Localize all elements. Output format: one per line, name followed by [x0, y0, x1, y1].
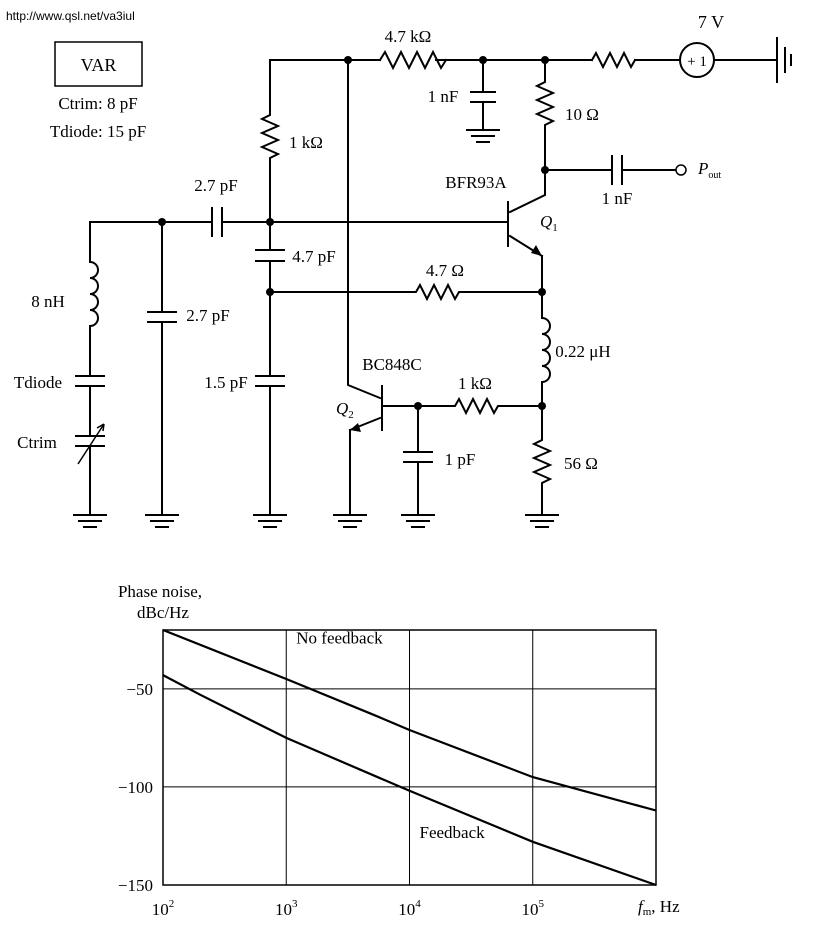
source-url: http://www.qsl.net/va3iul [6, 9, 135, 23]
label-q1: Q1 [540, 212, 558, 234]
ground-icon-tank [73, 514, 107, 528]
y-tick-label: −150 [118, 876, 153, 895]
capacitor-2p7-shunt [147, 221, 177, 516]
resistor-4r7 [269, 282, 543, 302]
label-tdiode: Tdiode [14, 373, 62, 392]
x-tick-label: 102 [152, 898, 175, 919]
chart-ticks: 102 103 104 105 −50 −100 −150 [118, 680, 545, 919]
capacitor-1pf [403, 405, 433, 516]
label-pout: Pout [697, 159, 721, 181]
label-ctrim: Ctrim [17, 433, 57, 452]
label-c-2p7-shunt: 2.7 pF [186, 306, 229, 325]
series-line-no-feedback [162, 628, 657, 812]
x-tick-label: 105 [522, 898, 545, 919]
var-ctrim: Ctrim: 8 pF [58, 94, 137, 113]
chart-series [162, 628, 657, 887]
var-legend: VAR Ctrim: 8 pF Tdiode: 15 pF [50, 41, 146, 141]
capacitor-4p7 [255, 221, 285, 293]
label-r-1k-q2: 1 kΩ [458, 374, 492, 393]
label-c-1p5: 1.5 pF [204, 373, 247, 392]
label-c-4p7: 4.7 pF [292, 247, 335, 266]
label-q1-part: BFR93A [445, 173, 507, 192]
label-r-56: 56 Ω [564, 454, 598, 473]
oscillator-schematic: + 1 7 V 4.7 kΩ 1 nF 10 Ω Pout 1 nF BFR93… [14, 12, 792, 528]
ground-icon-1pf [401, 514, 435, 528]
resistor-56-ohm [531, 405, 553, 516]
q1-collector [508, 169, 546, 214]
x-axis-label: fm, Hz [638, 897, 680, 918]
label-r-1k-bias: 1 kΩ [289, 133, 323, 152]
x-tick-label: 104 [398, 898, 421, 919]
label-c-1nf-out: 1 nF [602, 189, 633, 208]
label-q2: Q2 [336, 399, 354, 421]
capacitor-2p7-series [89, 207, 509, 237]
resistor-1k-q2 [381, 396, 543, 416]
series-label: No feedback [296, 629, 383, 648]
supply-voltage: 7 V [698, 12, 724, 32]
label-q2-part: BC848C [362, 355, 422, 374]
ctrim-variable-arrow-icon [77, 423, 105, 465]
ground-icon-1 [466, 129, 500, 143]
var-label: VAR [81, 55, 117, 75]
var-box [54, 41, 143, 87]
supply-sign: + 1 [687, 54, 707, 70]
label-r-4k7: 4.7 kΩ [385, 27, 432, 46]
tdiode-ctrim-capacitors [75, 375, 105, 516]
capacitor-1nf-decouple [470, 59, 496, 131]
label-c-1pf: 1 pF [445, 450, 476, 469]
inductor-022uh [541, 291, 551, 407]
series-line-feedback [162, 674, 657, 887]
q2-collector [347, 59, 382, 400]
ground-icon-1p5 [253, 514, 287, 528]
phase-noise-chart: 102 103 104 105 −50 −100 −150 No feedbackFeedb… [118, 582, 680, 919]
label-r-10: 10 Ω [565, 105, 599, 124]
ground-icon-shunt [145, 514, 179, 528]
ground-icon-q2 [333, 514, 367, 528]
q2-emitter-arrow-icon [350, 423, 361, 432]
capacitor-1p5 [255, 291, 285, 516]
capacitor-1nf-output [544, 155, 677, 185]
label-l-022uh: 0.22 μH [555, 342, 610, 361]
label-c-1nf-dec: 1 nF [428, 87, 459, 106]
x-tick-label: 103 [275, 898, 298, 919]
var-tdiode: Tdiode: 15 pF [50, 122, 146, 141]
label-c-2p7-series: 2.7 pF [194, 176, 237, 195]
battery-ground-icon [776, 37, 792, 83]
y-axis-label-line1: Phase noise, [118, 582, 202, 601]
y-tick-label: −50 [126, 680, 153, 699]
series-label: Feedback [420, 823, 486, 842]
label-r-4r7: 4.7 Ω [426, 261, 464, 280]
output-terminal-icon [675, 164, 687, 176]
resistor-supply [590, 50, 637, 70]
label-l-8nh: 8 nH [31, 292, 65, 311]
y-tick-label: −100 [118, 778, 153, 797]
q1-emitter-arrow-icon [531, 245, 542, 256]
y-axis-label-line2: dBc/Hz [137, 603, 189, 622]
resistor-10-ohm [534, 59, 556, 171]
chart-grid [163, 630, 656, 885]
ground-icon-56 [525, 514, 559, 528]
inductor-8nh [89, 221, 99, 377]
resistor-1k-bias [259, 59, 281, 223]
